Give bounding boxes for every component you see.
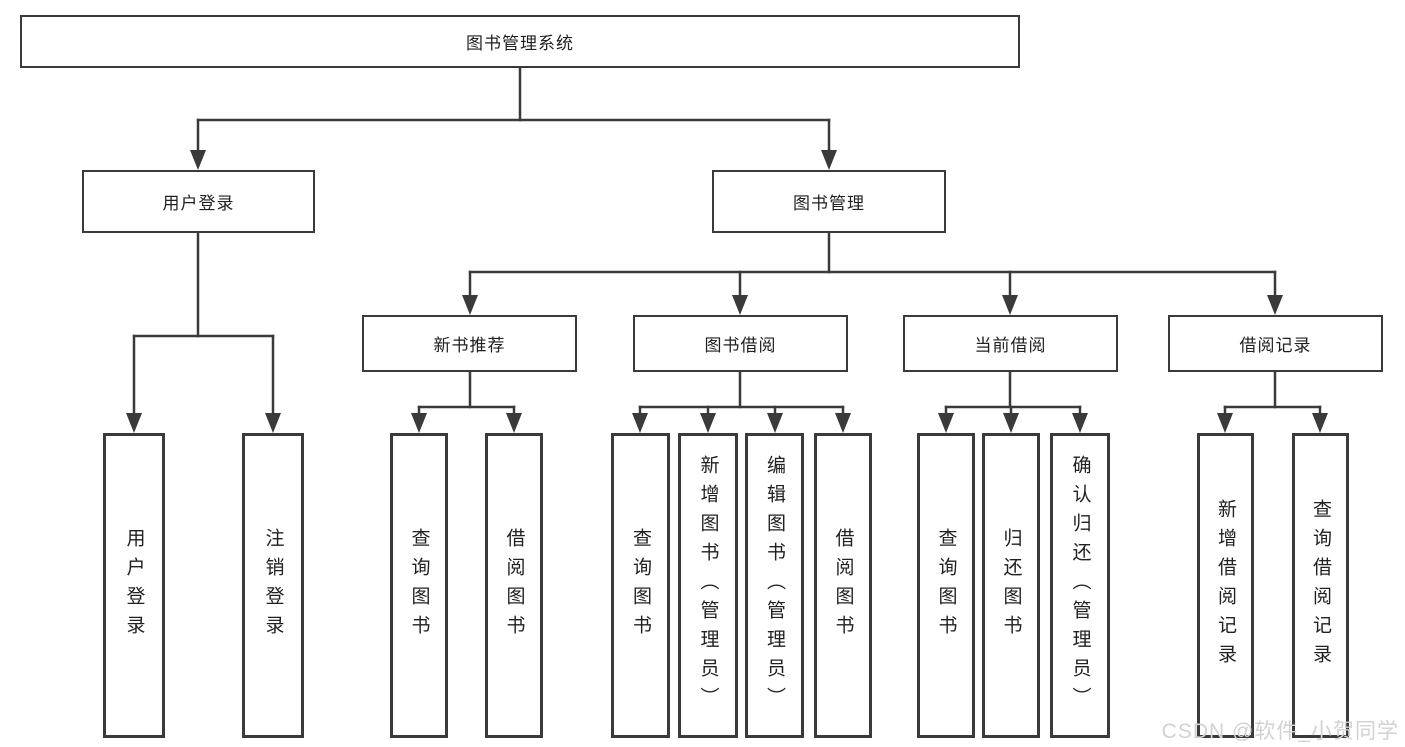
leaf-label: 确认归还（管理员） xyxy=(1069,455,1091,716)
leaf-label: 新增图书（管理员） xyxy=(697,455,719,716)
leaf-borrow-book: 借阅图书 xyxy=(485,433,543,738)
leaf-label: 借阅图书 xyxy=(832,527,854,644)
leaf-borrow-book: 借阅图书 xyxy=(814,433,872,738)
leaf-label: 归还图书 xyxy=(1000,527,1022,644)
leaf-logout: 注销登录 xyxy=(242,433,304,738)
node-current-borrow: 当前借阅 xyxy=(903,315,1118,372)
node-root: 图书管理系统 xyxy=(20,15,1020,68)
leaf-add-borrow-record: 新增借阅记录 xyxy=(1197,433,1254,738)
csdn-watermark: CSDN @软件_小贺同学 xyxy=(1161,720,1399,743)
leaf-label: 查询图书 xyxy=(630,527,651,644)
leaf-query-book: 查询图书 xyxy=(611,433,670,738)
leaf-return-book: 归还图书 xyxy=(982,433,1040,738)
leaf-label: 新增借阅记录 xyxy=(1215,498,1236,673)
leaf-label: 查询借阅记录 xyxy=(1310,498,1331,673)
node-new-book-recommend: 新书推荐 xyxy=(362,315,577,372)
node-borrow-record: 借阅记录 xyxy=(1168,315,1383,372)
leaf-label: 借阅图书 xyxy=(503,527,525,644)
leaf-query-book: 查询图书 xyxy=(917,433,975,738)
leaf-label: 用户登录 xyxy=(123,527,145,644)
leaf-user-login: 用户登录 xyxy=(103,433,165,738)
leaf-label: 编辑图书（管理员） xyxy=(764,455,785,716)
node-book-borrow: 图书借阅 xyxy=(633,315,848,372)
leaf-query-borrow-record: 查询借阅记录 xyxy=(1292,433,1349,738)
leaf-edit-book-admin: 编辑图书（管理员） xyxy=(745,433,804,738)
node-user-login: 用户登录 xyxy=(82,170,315,233)
leaf-label: 查询图书 xyxy=(408,527,430,644)
leaf-query-book: 查询图书 xyxy=(390,433,448,738)
leaf-label: 注销登录 xyxy=(262,527,284,644)
leaf-confirm-return-admin: 确认归还（管理员） xyxy=(1050,433,1110,738)
node-book-management: 图书管理 xyxy=(712,170,946,233)
leaf-label: 查询图书 xyxy=(935,527,957,644)
leaf-add-book-admin: 新增图书（管理员） xyxy=(678,433,738,738)
